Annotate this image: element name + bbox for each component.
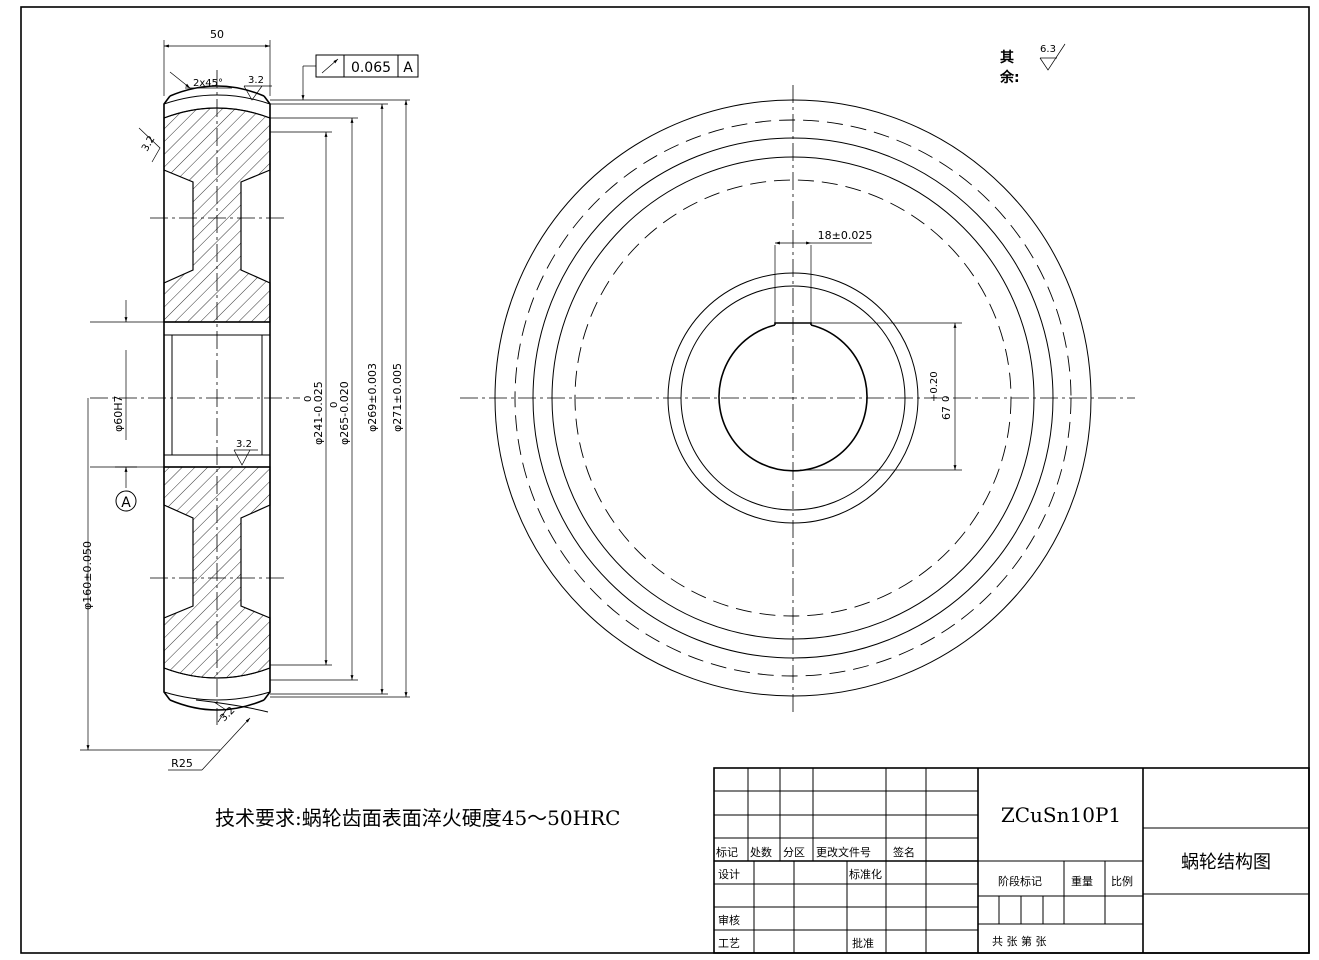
dia-265-label: φ265-0.020 bbox=[338, 381, 351, 445]
keyway-depth-tol-upper: +0.20 bbox=[929, 371, 940, 402]
keyway-depth-label: 67 bbox=[940, 406, 953, 420]
dia-269-label: φ269±0.003 bbox=[366, 363, 379, 432]
runout-tolerance-frame: 0.065 A bbox=[301, 54, 419, 100]
title-block: 标记 处数 分区 更改文件号 签名 设计 标准化 审核 工艺 批准 ZCuSn1… bbox=[713, 767, 1310, 954]
technical-requirement: 技术要求:蜗轮齿面表面淬火硬度45～50HRC bbox=[215, 806, 620, 830]
rest-label-line1: 其 bbox=[1000, 50, 1014, 66]
weight-label: 重量 bbox=[1071, 874, 1093, 888]
row-review: 审核 bbox=[718, 913, 740, 927]
row-design: 设计 bbox=[718, 868, 740, 881]
rest-roughness-value: 6.3 bbox=[1040, 44, 1056, 55]
dia-60-label: φ60H7 bbox=[112, 395, 125, 432]
dia-265-upper-tol: 0 bbox=[329, 402, 340, 408]
sheet-count-label: 共 张 第 张 bbox=[992, 934, 1047, 948]
keyway-width-label: 18±0.025 bbox=[818, 229, 873, 242]
dia-241-label: φ241-0.025 bbox=[312, 381, 325, 445]
dia-241-upper-tol: 0 bbox=[303, 396, 314, 402]
header-doc-number: 更改文件号 bbox=[816, 845, 871, 859]
header-count: 处数 bbox=[750, 846, 772, 859]
section-view bbox=[90, 70, 300, 725]
material-label: ZCuSn10P1 bbox=[1001, 803, 1121, 827]
rest-label-line2: 余: bbox=[999, 69, 1020, 86]
header-signature: 签名 bbox=[893, 845, 915, 859]
datum-a-circle bbox=[115, 490, 137, 512]
width-dimension: 50 bbox=[210, 28, 224, 41]
drawing-title: 蜗轮结构图 bbox=[1181, 852, 1271, 873]
scale-label: 比例 bbox=[1111, 874, 1133, 888]
row-approve: 批准 bbox=[852, 936, 874, 950]
datum-a-label: A bbox=[121, 495, 131, 511]
header-zone: 分区 bbox=[783, 846, 805, 859]
keyway-depth-tol-lower: 0 bbox=[941, 396, 952, 402]
radius-25-label: R25 bbox=[171, 757, 193, 770]
section-dimensions: 50 2x45° 3.2 0.065 A bbox=[80, 28, 419, 771]
roughness-value: 3.2 bbox=[248, 75, 264, 86]
runout-value: 0.065 bbox=[351, 60, 391, 76]
roughness-symbol-mid: 3.2 bbox=[233, 439, 258, 466]
dia-271-label: φ271±0.005 bbox=[391, 363, 404, 432]
roughness-symbol-left: 3.2 bbox=[138, 127, 161, 163]
stage-mark-label: 阶段标记 bbox=[998, 874, 1042, 888]
roughness-symbol-top: 3.2 bbox=[243, 75, 272, 101]
front-view: 18±0.025 67 +0.20 0 bbox=[460, 85, 1135, 712]
roughness-value-left: 3.2 bbox=[140, 134, 157, 153]
roughness-value-mid: 3.2 bbox=[236, 439, 252, 450]
header-mark: 标记 bbox=[716, 845, 738, 859]
chamfer-label: 2x45° bbox=[193, 78, 223, 89]
row-standardization: 标准化 bbox=[849, 867, 882, 881]
dia-160-label: φ160±0.050 bbox=[81, 541, 94, 610]
sheet-border bbox=[20, 6, 1310, 954]
general-roughness-note: 其 余: 6.3 bbox=[999, 43, 1066, 86]
row-process: 工艺 bbox=[718, 937, 740, 950]
runout-datum: A bbox=[403, 60, 413, 76]
